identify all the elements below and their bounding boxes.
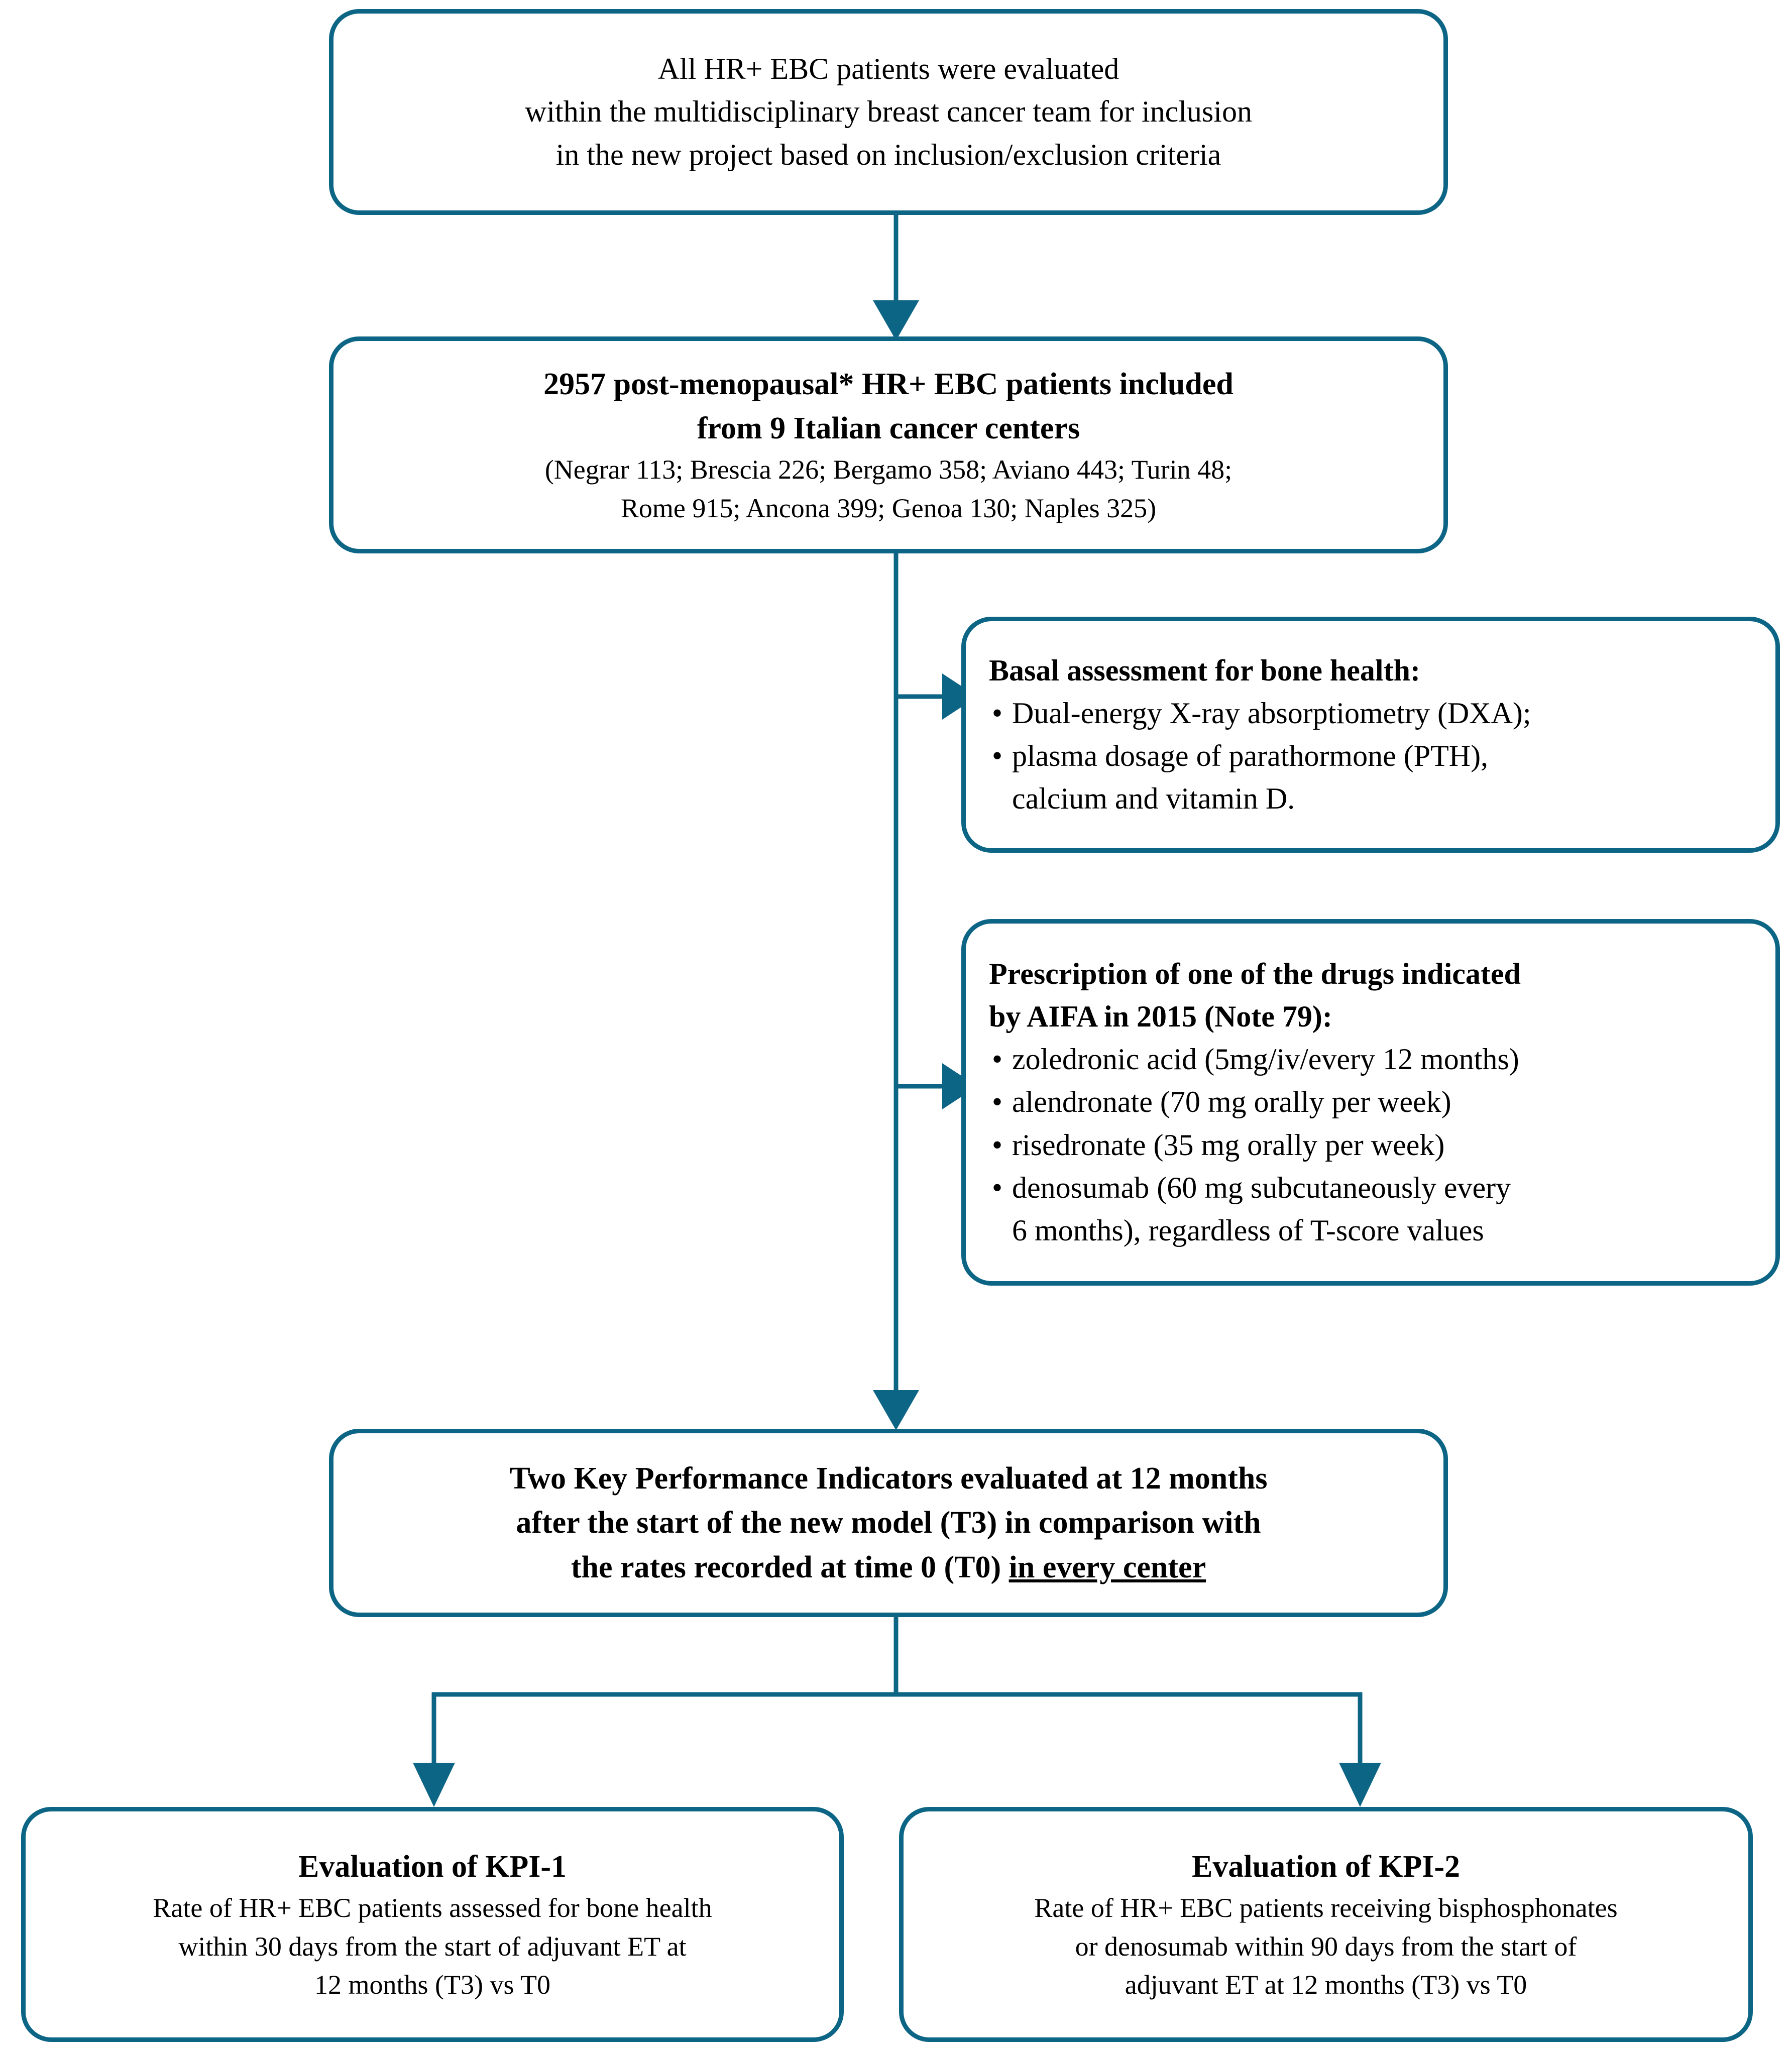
bullet-dot-icon: • (992, 1085, 1003, 1119)
included-centers-line-2: Rome 915; Ancona 399; Genoa 130; Naples … (620, 493, 1157, 524)
prescription-item-2: alendronate (70 mg orally per week) (1012, 1085, 1451, 1119)
list-item: • zoledronic acid (5mg/iv/every 12 month… (989, 1038, 1755, 1081)
evaluation-line-1: All HR+ EBC patients were evaluated (657, 52, 1119, 86)
kpi-overview-line-2: after the start of the new model (T3) in… (516, 1506, 1261, 1540)
connector-main-spine (873, 552, 919, 1430)
kpi-overview-line-3-underlined: in every center (1009, 1550, 1206, 1584)
connector-kpi-split (413, 1616, 1381, 1807)
connector-spine-to-basal (896, 673, 977, 720)
evaluation-line-2: within the multidisciplinary breast canc… (525, 95, 1252, 129)
connector-spine-to-prescription (896, 1063, 977, 1109)
list-item: • denosumab (60 mg subcutaneously every … (989, 1167, 1755, 1252)
basal-assessment-list: • Dual-energy X-ray absorptiometry (DXA)… (989, 692, 1755, 821)
included-heading-line-2: from 9 Italian cancer centers (697, 411, 1080, 446)
bullet-dot-icon: • (992, 1043, 1003, 1076)
included-heading-line-1: 2957 post-menopausal* HR+ EBC patients i… (543, 367, 1234, 402)
kpi-2-body-line-2: or denosumab within 90 days from the sta… (1075, 1931, 1577, 1962)
prescription-heading-line-2: by AIFA in 2015 (Note 79): (989, 1000, 1332, 1034)
bullet-dot-icon: • (992, 1171, 1003, 1204)
kpi-2-body-line-1: Rate of HR+ EBC patients receiving bisph… (1034, 1893, 1618, 1923)
prescription-list: • zoledronic acid (5mg/iv/every 12 month… (989, 1038, 1755, 1252)
list-item: • plasma dosage of parathormone (PTH), c… (989, 735, 1755, 820)
list-item: • Dual-energy X-ray absorptiometry (DXA)… (989, 692, 1755, 735)
kpi-overview-line-3: the rates recorded at time 0 (T0) in eve… (362, 1545, 1415, 1589)
kpi-1-body-line-1: Rate of HR+ EBC patients assessed for bo… (153, 1893, 712, 1923)
node-included-patients[interactable]: 2957 post-menopausal* HR+ EBC patients i… (329, 336, 1448, 553)
connector-evaluation-to-included (873, 213, 919, 340)
kpi-2-body-line-3: adjuvant ET at 12 months (T3) vs T0 (1125, 1970, 1527, 2000)
kpi-1-body-line-3: 12 months (T3) vs T0 (314, 1970, 550, 2000)
bullet-dot-icon: • (992, 1128, 1003, 1162)
prescription-heading-line-1: Prescription of one of the drugs indicat… (989, 957, 1521, 990)
prescription-item-4-line-1: denosumab (60 mg subcutaneously every (1012, 1171, 1511, 1204)
prescription-item-4-line-2: 6 months), regardless of T-score values (1012, 1213, 1484, 1247)
node-kpi-2[interactable]: Evaluation of KPI-2 Rate of HR+ EBC pati… (899, 1807, 1753, 2042)
node-kpi-overview[interactable]: Two Key Performance Indicators evaluated… (329, 1429, 1448, 1617)
kpi-overview-line-3-plain: the rates recorded at time 0 (T0) (571, 1550, 1009, 1584)
basal-assessment-heading: Basal assessment for bone health: (989, 653, 1420, 687)
node-kpi-1[interactable]: Evaluation of KPI-1 Rate of HR+ EBC pati… (21, 1807, 844, 2042)
bullet-dot-icon: • (992, 739, 1003, 772)
list-item: • risedronate (35 mg orally per week) (989, 1124, 1755, 1167)
evaluation-line-3: in the new project based on inclusion/ex… (555, 138, 1221, 171)
node-prescription[interactable]: Prescription of one of the drugs indicat… (961, 919, 1780, 1286)
prescription-item-1: zoledronic acid (5mg/iv/every 12 months) (1012, 1043, 1519, 1076)
kpi-1-title: Evaluation of KPI-1 (298, 1849, 567, 1884)
node-evaluation[interactable]: All HR+ EBC patients were evaluated with… (329, 9, 1448, 215)
basal-item-1: Dual-energy X-ray absorptiometry (DXA); (1012, 696, 1531, 730)
node-basal-assessment[interactable]: Basal assessment for bone health: • Dual… (961, 617, 1780, 853)
kpi-overview-line-1: Two Key Performance Indicators evaluated… (509, 1461, 1268, 1496)
kpi-1-body-line-2: within 30 days from the start of adjuvan… (178, 1931, 687, 1962)
prescription-item-3: risedronate (35 mg orally per week) (1012, 1128, 1445, 1162)
list-item: • alendronate (70 mg orally per week) (989, 1081, 1755, 1123)
basal-item-2-line-1: plasma dosage of parathormone (PTH), (1012, 739, 1489, 772)
kpi-2-title: Evaluation of KPI-2 (1192, 1849, 1460, 1884)
included-centers-line-1: (Negrar 113; Brescia 226; Bergamo 358; A… (544, 454, 1233, 485)
bullet-dot-icon: • (992, 696, 1003, 730)
basal-item-2-line-2: calcium and vitamin D. (1012, 782, 1295, 816)
